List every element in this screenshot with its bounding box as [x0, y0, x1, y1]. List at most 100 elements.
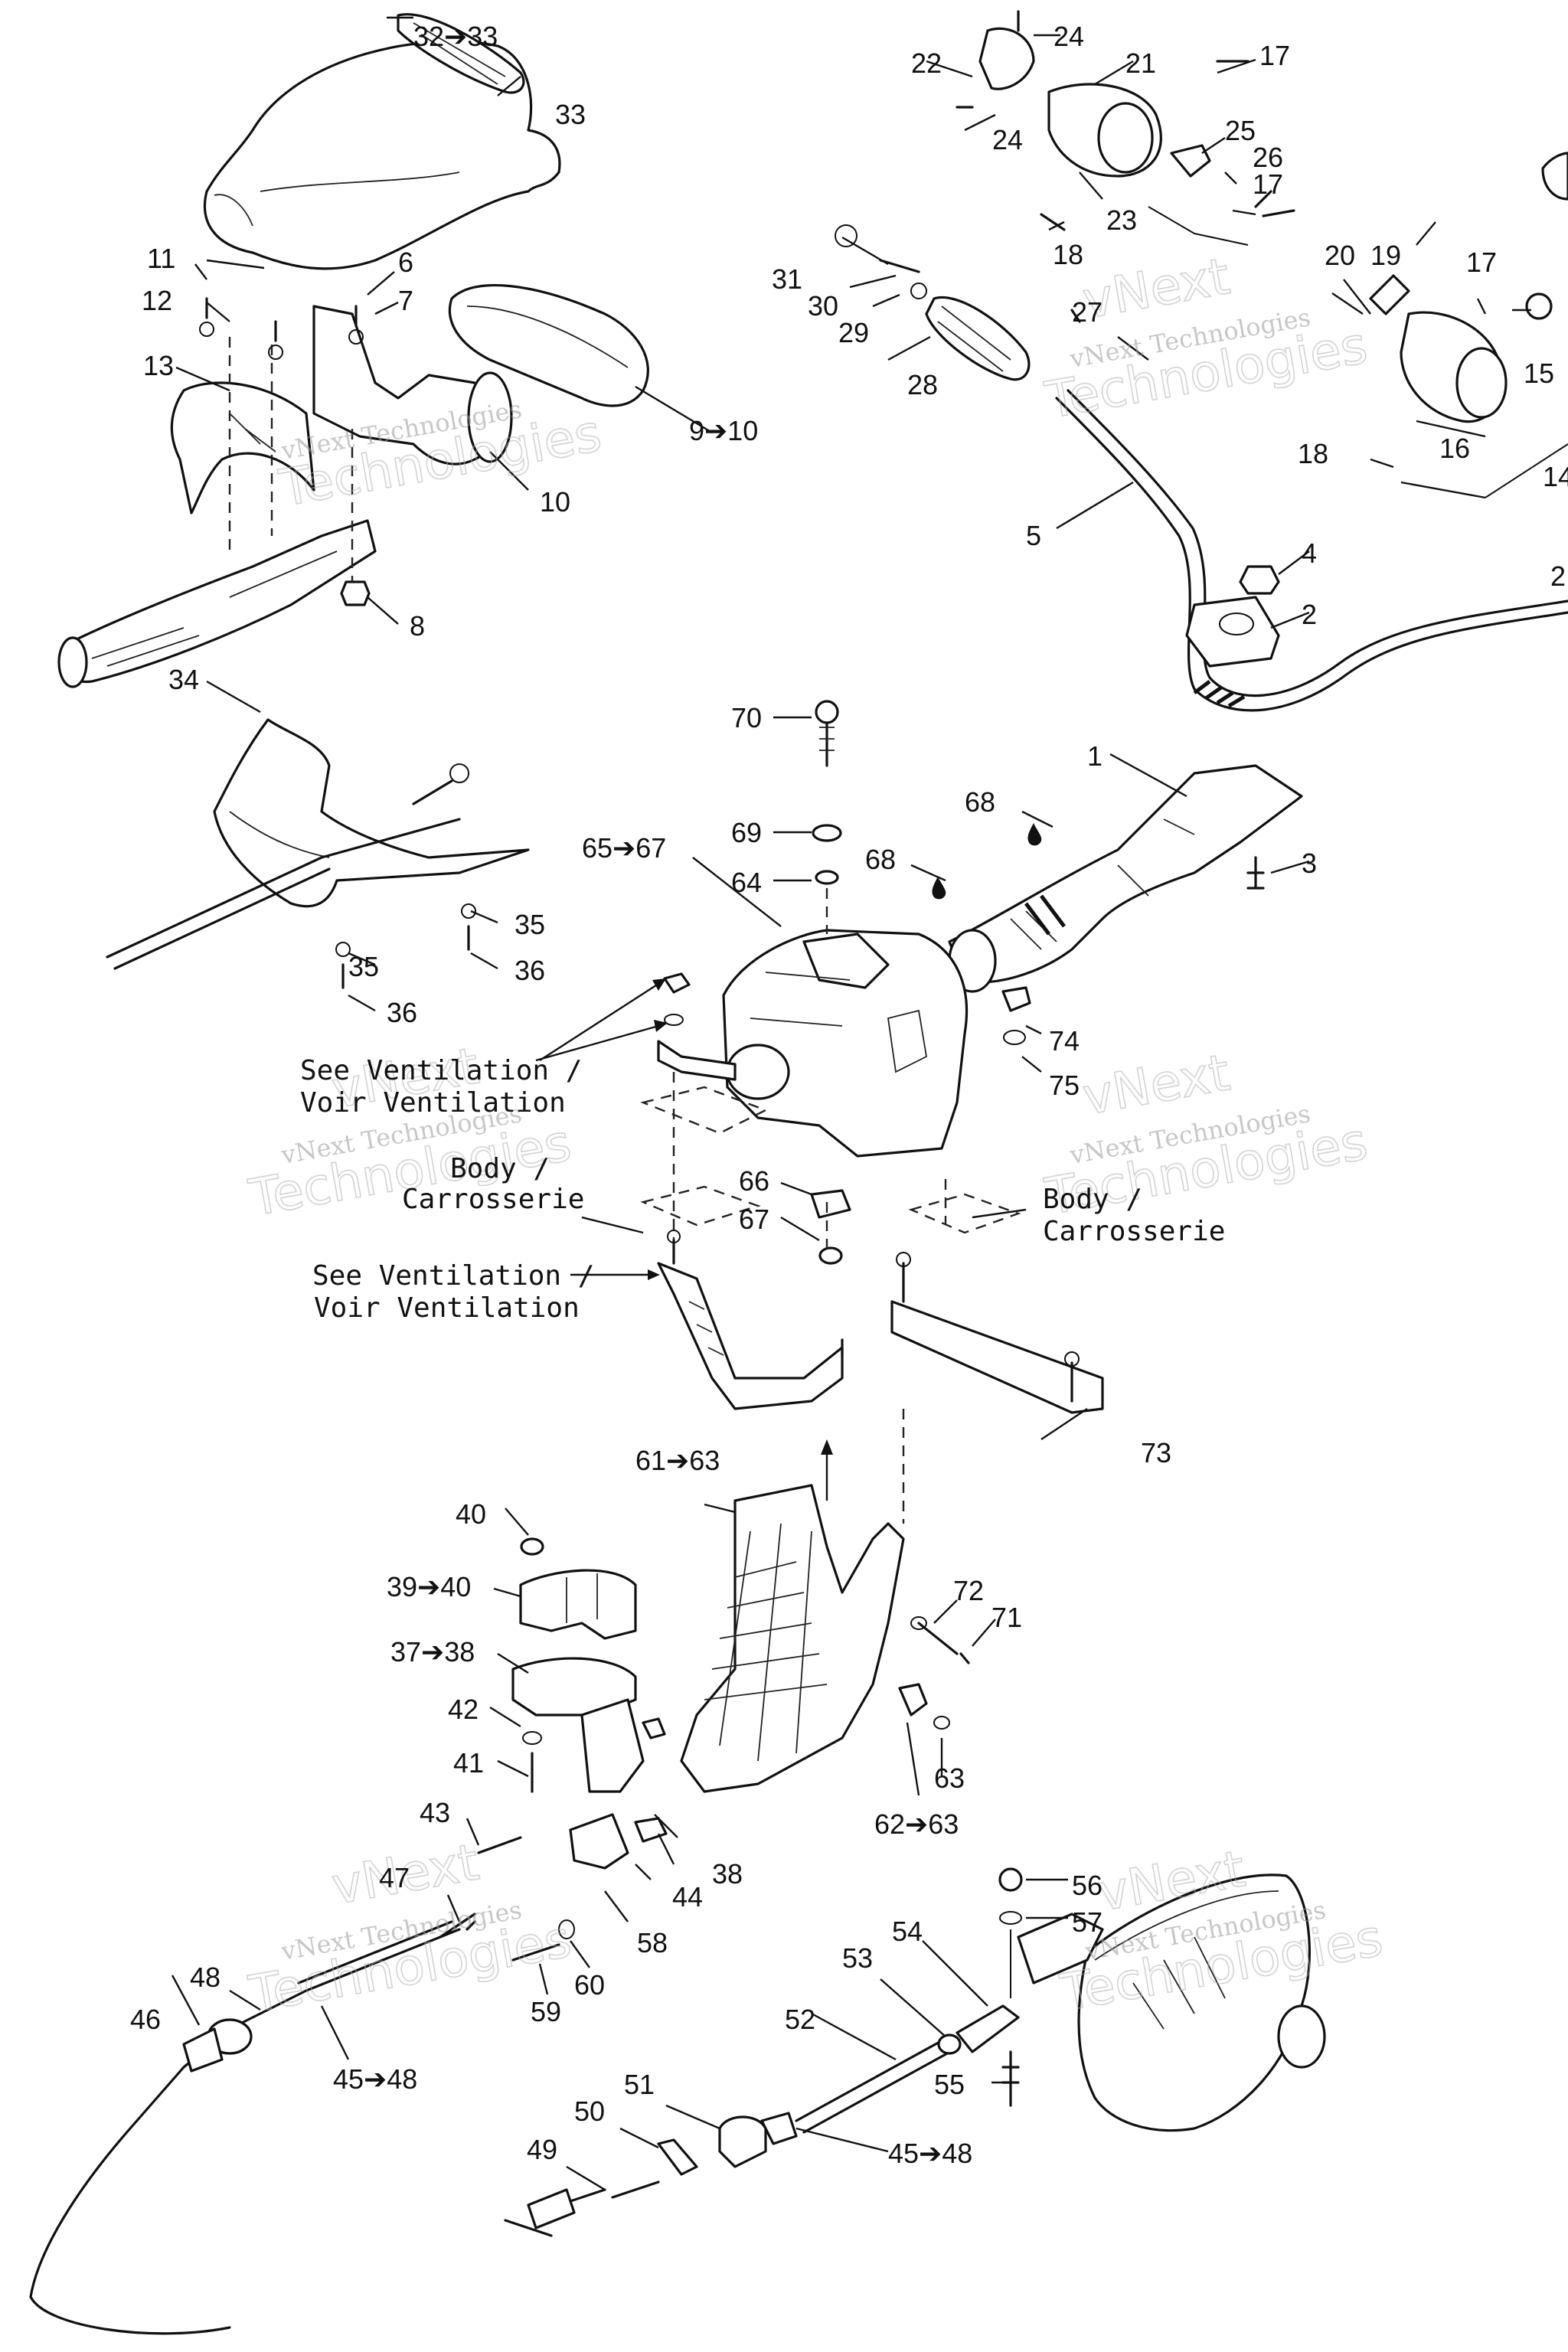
note-body-right-line1: Body /	[1043, 1184, 1142, 1215]
callout-61-63: 61➔63	[635, 1445, 720, 1476]
jet-nozzle-part	[1017, 1873, 1326, 2132]
steering-link-bracket-part	[657, 1230, 1104, 1414]
handlebar-part	[1055, 389, 1568, 712]
callout-33: 33	[555, 99, 586, 130]
callout-68a: 68	[965, 786, 995, 818]
callout-45-48a: 45➔48	[333, 2063, 417, 2095]
callout-6: 6	[398, 247, 413, 278]
callout-36a: 36	[514, 955, 545, 986]
callout-19: 19	[1370, 240, 1401, 271]
oil-drop-icon	[1027, 823, 1042, 846]
callout-20: 20	[1325, 240, 1355, 271]
callout-51: 51	[624, 2069, 655, 2100]
callout-29: 29	[838, 317, 869, 348]
callout-11: 11	[147, 243, 175, 274]
callout-42: 42	[448, 1694, 479, 1725]
steering-cover-part	[106, 718, 530, 989]
callout-60: 60	[574, 1969, 605, 2001]
callout-5: 5	[1026, 520, 1041, 551]
callout-16: 16	[1439, 433, 1470, 464]
callout-73: 73	[1141, 1437, 1171, 1468]
callout-36b: 36	[387, 997, 417, 1028]
callout-67: 67	[739, 1204, 769, 1235]
callout-50: 50	[574, 2096, 605, 2127]
callout-25: 25	[1225, 115, 1256, 146]
throttle-housing-part	[57, 283, 649, 688]
callout-75: 75	[1049, 1070, 1080, 1101]
callout-31: 31	[772, 263, 802, 295]
callout-labels: 32➔33 33 24 22 21 17 24 25 26 17 23 18 3…	[130, 21, 1568, 2169]
oil-drop-icon	[932, 877, 946, 900]
note-body-right-line2: Carrosserie	[1043, 1216, 1225, 1247]
callout-64: 64	[731, 867, 762, 898]
callout-23: 23	[1106, 204, 1137, 236]
callout-2-edge: 2	[1550, 560, 1566, 592]
note-body-left-line2: Carrosserie	[402, 1184, 584, 1215]
callout-27: 27	[1072, 296, 1102, 328]
callout-39-40: 39➔40	[387, 1571, 471, 1602]
callout-54: 54	[892, 1916, 923, 1947]
callout-59: 59	[531, 1996, 561, 2027]
callout-3: 3	[1302, 848, 1317, 879]
callout-58: 58	[637, 1927, 668, 1958]
note-body-left-line1: Body /	[450, 1153, 550, 1184]
body-reference-outlines	[640, 1072, 1021, 1524]
callout-66: 66	[739, 1165, 769, 1197]
callout-32-33: 32➔33	[413, 21, 498, 52]
leader-lines	[171, 16, 1531, 2191]
callout-21: 21	[1125, 47, 1156, 79]
watermark-outline: vNext	[1079, 1043, 1234, 1126]
callout-26: 26	[1253, 142, 1283, 173]
callout-7: 7	[398, 285, 413, 316]
callout-35a: 35	[514, 909, 545, 940]
callout-65-67: 65➔67	[582, 832, 666, 864]
callout-17c: 17	[1466, 247, 1497, 278]
note-ventilation-top-line2: Voir Ventilation	[300, 1087, 566, 1119]
callout-10: 10	[540, 486, 570, 518]
cable-clamp-part	[439, 1537, 668, 1962]
pad-part	[397, 13, 525, 94]
callout-49: 49	[527, 2134, 557, 2165]
callout-15: 15	[1524, 358, 1554, 389]
callout-14: 14	[1543, 461, 1568, 492]
callout-35b: 35	[348, 951, 379, 982]
callout-2: 2	[1302, 599, 1317, 630]
note-ventilation-bottom-line1: See Ventilation /	[312, 1260, 594, 1292]
callout-72: 72	[953, 1575, 984, 1606]
callout-28: 28	[907, 369, 938, 400]
lower-steering-housing-part	[680, 1484, 970, 1793]
callout-74: 74	[1049, 1025, 1080, 1057]
callout-47: 47	[379, 1862, 410, 1893]
callout-56: 56	[1072, 1870, 1102, 1901]
callout-18b: 18	[1298, 438, 1328, 469]
callout-44: 44	[672, 1881, 703, 1913]
callout-52: 52	[785, 2004, 815, 2035]
assembly-arrow	[821, 1439, 833, 1501]
note-ventilation-top-line1: See Ventilation /	[300, 1055, 582, 1086]
callout-9-10: 9➔10	[689, 415, 758, 446]
steering-stem-part	[948, 764, 1303, 993]
callout-41: 41	[453, 1747, 484, 1779]
steering-cable-part	[29, 1867, 1023, 2335]
callout-17b: 17	[1253, 168, 1283, 200]
callout-57: 57	[1072, 1906, 1102, 1938]
callout-68b: 68	[865, 844, 896, 875]
handlebar-clamp-part	[1185, 565, 1280, 890]
callout-45-48b: 45➔48	[888, 2138, 972, 2169]
reference-notes: See Ventilation / Voir Ventilation Body …	[300, 1055, 1225, 1324]
callout-46: 46	[130, 2004, 161, 2035]
callout-69: 69	[731, 817, 762, 848]
callout-63: 63	[934, 1762, 965, 1794]
callout-13: 13	[143, 350, 174, 381]
callout-22: 22	[911, 47, 942, 79]
callout-4: 4	[1302, 537, 1317, 569]
callout-37-38: 37➔38	[390, 1636, 475, 1668]
callout-8: 8	[410, 610, 425, 642]
steering-housing-part	[657, 700, 1031, 1265]
note-ventilation-bottom-line2: Voir Ventilation	[314, 1292, 580, 1324]
callout-48: 48	[190, 1962, 220, 1993]
callout-38: 38	[712, 1858, 743, 1890]
ventilation-arrows	[535, 978, 668, 1280]
right-grip-part	[835, 10, 1568, 498]
